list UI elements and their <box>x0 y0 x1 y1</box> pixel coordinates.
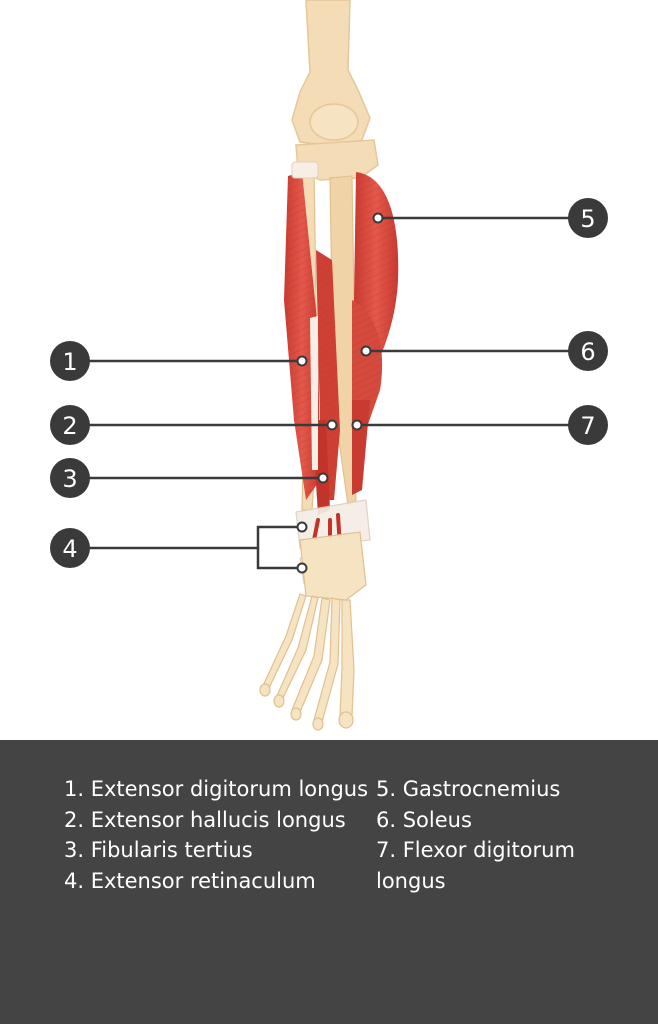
legend-item: 4. Extensor retinaculum <box>64 868 316 893</box>
foot-bones <box>261 531 367 723</box>
anatomy-figure: 1 2 3 4 5 6 7 <box>50 0 608 731</box>
callout-badge-5: 5 <box>568 198 608 238</box>
svg-text:7: 7 <box>580 412 595 440</box>
legend-column-left: 1. Extensor digitorum longus 2. Extensor… <box>64 774 374 896</box>
patella-bone <box>309 103 359 141</box>
legend-item: 3. Fibularis tertius <box>64 838 253 862</box>
legend-panel: 1. Extensor digitorum longus 2. Extensor… <box>0 740 658 1024</box>
leader-lines <box>70 216 588 570</box>
leg-illustration: 1 2 3 4 5 6 7 <box>50 0 608 731</box>
callout-badge-4: 4 <box>50 528 90 568</box>
leader-line-4b <box>256 548 302 570</box>
flexor-digitorum-longus-muscle <box>352 400 370 495</box>
legend-item: 5. Gastrocnemius <box>376 777 561 801</box>
svg-text:2: 2 <box>62 412 77 440</box>
svg-text:4: 4 <box>62 535 77 563</box>
svg-text:6: 6 <box>580 338 595 366</box>
leader-line-4a <box>70 525 302 550</box>
svg-text:5: 5 <box>580 205 595 233</box>
callout-badge-7: 7 <box>568 405 608 445</box>
callout-badge-3: 3 <box>50 458 90 498</box>
svg-text:1: 1 <box>62 348 77 376</box>
legend-item: 1. Extensor digitorum longus <box>64 777 369 801</box>
callout-badge-6: 6 <box>568 331 608 371</box>
callout-badge-1: 1 <box>50 341 90 381</box>
legend-column-right: 5. Gastrocnemius 6. Soleus 7. Flexor dig… <box>376 774 636 896</box>
legend-item: 2. Extensor hallucis longus <box>64 807 346 832</box>
legend-item: 6. Soleus <box>376 807 472 832</box>
svg-text:3: 3 <box>62 465 77 493</box>
callout-badge-2: 2 <box>50 405 90 445</box>
legend-item: 7. Flexor digitorum longus <box>376 838 575 893</box>
